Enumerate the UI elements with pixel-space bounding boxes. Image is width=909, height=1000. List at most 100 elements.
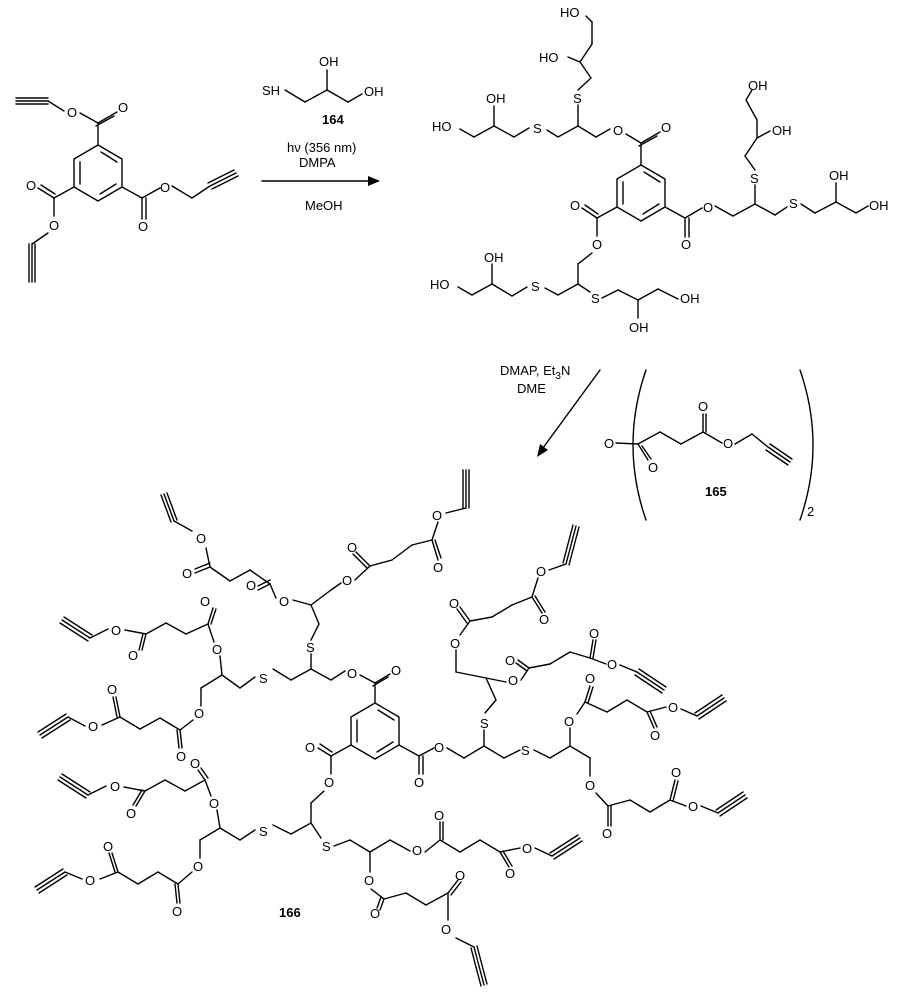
atom-o: O	[212, 642, 222, 657]
conditions-hv: hν (356 nm)	[287, 140, 356, 155]
atom-o: O	[182, 566, 192, 581]
atom-o: O	[118, 100, 128, 115]
atom-o: O	[688, 799, 698, 814]
atom-s: S	[521, 743, 530, 758]
atom-o: O	[539, 612, 549, 627]
compound-label-164: 164	[322, 112, 344, 127]
atom-o: O	[85, 873, 95, 888]
atom-o: O	[305, 740, 315, 755]
atom-o: O	[347, 666, 357, 681]
atom-o: O	[126, 806, 136, 821]
atom-o: O	[681, 237, 691, 252]
atom-ho: HO	[560, 5, 580, 20]
atom-o: O	[26, 178, 36, 193]
atom-s: S	[750, 171, 759, 186]
atom-o: O	[196, 531, 206, 546]
atom-s: S	[306, 640, 315, 655]
conditions-dmap: DMAP, Et3N	[500, 363, 570, 382]
atom-o: O	[190, 756, 200, 771]
right-bracket	[799, 369, 814, 521]
atom-o: O	[505, 653, 515, 668]
reaction-arrow	[539, 369, 601, 453]
atom-o: O	[172, 904, 182, 919]
atom-o: O	[160, 180, 170, 195]
atom-s: S	[322, 839, 331, 854]
atom-oh: OH	[748, 78, 768, 93]
atom-o: O	[88, 719, 98, 734]
atom-o: O	[111, 623, 121, 638]
atom-s: S	[789, 196, 798, 211]
atom-o: O	[342, 573, 352, 588]
atom-ho: HO	[539, 50, 559, 65]
atom-o: O	[433, 560, 443, 575]
atom-o: O	[613, 123, 623, 138]
oh-label: OH	[364, 84, 384, 99]
atom-o: O	[412, 843, 422, 858]
atom-oh: OH	[829, 168, 849, 183]
atom-o: O	[138, 219, 148, 234]
atom-o: O	[324, 775, 334, 790]
product-dendrimer: O O S O O O O O O	[34, 469, 748, 987]
atom-o: O	[364, 873, 374, 888]
atom-o: O	[103, 839, 113, 854]
atom-o: O	[505, 866, 515, 881]
multiplier: 2	[807, 504, 814, 519]
conditions-dmpa: DMPA	[299, 155, 336, 170]
atom-o: O	[648, 460, 658, 475]
oh-label: OH	[319, 54, 339, 69]
atom-o: O	[585, 778, 595, 793]
atom-s: S	[533, 121, 542, 136]
atom-o: O	[67, 105, 77, 120]
atom-o: O	[347, 540, 357, 555]
atom-o: O	[176, 749, 186, 764]
compound-label-166: 166	[279, 905, 301, 920]
atom-o: O	[209, 796, 219, 811]
atom-o: O	[570, 198, 580, 213]
atom-oh: OH	[629, 320, 649, 335]
atom-o: O	[193, 859, 203, 874]
atom-o: O	[434, 740, 444, 755]
benzene-ring	[73, 144, 123, 202]
atom-oh: OH	[486, 91, 506, 106]
atom-o: O	[650, 728, 660, 743]
atom-oh: OH	[869, 198, 889, 213]
atom-o: O	[107, 682, 117, 697]
atom-o: O	[661, 120, 671, 135]
atom-o: O	[585, 671, 595, 686]
atom-o: O	[370, 906, 380, 921]
atom-o: O	[604, 436, 614, 451]
benzene-ring	[616, 164, 666, 222]
atom-o: O	[110, 779, 120, 794]
atom-s: S	[591, 291, 600, 306]
atom-o: O	[589, 626, 599, 641]
atom-oh: OH	[680, 291, 700, 306]
atom-oh: OH	[484, 250, 504, 265]
step2-reagents: DMAP, Et3N DME O O O O 165 2	[500, 363, 814, 521]
atom-o: O	[434, 808, 444, 823]
atom-o: O	[455, 868, 465, 883]
atom-o: O	[450, 636, 460, 651]
atom-o: O	[668, 700, 678, 715]
compound-label-165: 165	[705, 484, 727, 499]
atom-ho: HO	[432, 119, 452, 134]
atom-o: O	[449, 596, 459, 611]
atom-o: O	[592, 237, 602, 252]
atom-s: S	[480, 716, 489, 731]
arrow-head	[537, 444, 548, 457]
atom-o: O	[194, 706, 204, 721]
solvent-meoh: MeOH	[305, 198, 343, 213]
atom-o: O	[279, 594, 289, 609]
conditions-dme: DME	[517, 381, 546, 396]
atom-o: O	[414, 775, 424, 790]
atom-o: O	[128, 648, 138, 663]
atom-o: O	[564, 714, 574, 729]
atom-o: O	[723, 436, 733, 451]
atom-o: O	[508, 673, 518, 688]
atom-o: O	[698, 399, 708, 414]
sh-label: SH	[262, 83, 280, 98]
atom-s: S	[531, 279, 540, 294]
atom-o: O	[522, 841, 532, 856]
atom-o: O	[441, 922, 451, 937]
atom-o: O	[607, 657, 617, 672]
